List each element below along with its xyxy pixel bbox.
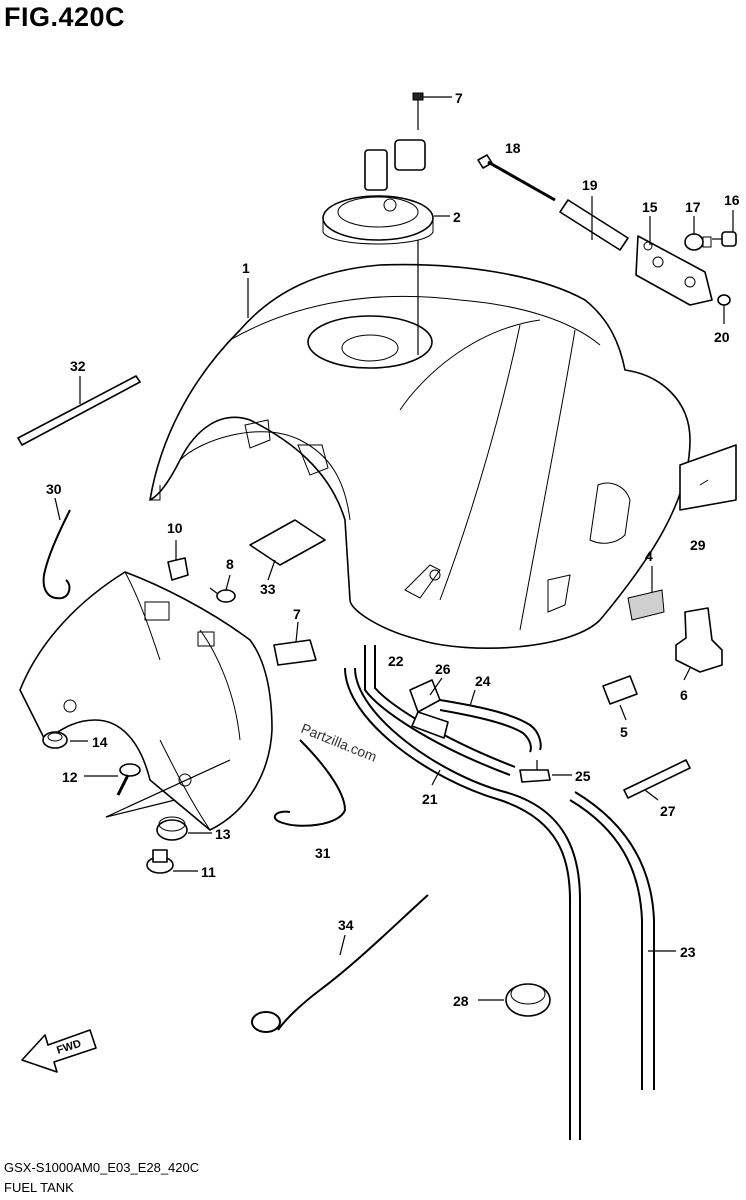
callout-15: 15 [642,199,658,215]
callout-2: 2 [453,209,461,225]
diagram-code: GSX-S1000AM0_E03_E28_420C [4,1160,200,1175]
hose-part-23[interactable] [569,791,655,1090]
callout-23: 23 [680,944,696,960]
strip-part-32[interactable] [17,375,141,446]
bolt-part-12[interactable] [116,763,141,796]
figure-title: FIG.420C [4,2,126,32]
callout-12: 12 [62,769,78,785]
hose-part-21[interactable] [344,667,581,1140]
cushion-part-13[interactable] [156,816,188,841]
nut-part-17[interactable] [684,233,712,251]
callout-1: 1 [242,260,250,276]
cap-part-28[interactable] [505,983,551,1017]
watermark-text: Partzilla.com [299,720,379,765]
bolt-part-18[interactable] [477,154,556,202]
bracket-part-15[interactable] [635,235,713,306]
screw-part-3[interactable] [412,92,424,130]
callout-11: 11 [201,864,216,880]
callout-4: 4 [645,548,653,564]
pad-part-7[interactable] [273,639,317,666]
tank-cover-lower[interactable] [19,571,273,831]
clip-part-30[interactable] [42,509,71,600]
callout-6: 6 [680,687,688,703]
callout-27: 27 [660,803,676,819]
callout-16: 16 [724,192,740,208]
callout-28: 28 [453,993,469,1009]
fuel-cap-part-2[interactable] [322,139,434,245]
callout-14: 14 [92,734,108,750]
label-part-29[interactable] [679,444,737,511]
callout-10: 10 [167,520,183,536]
callout-20: 20 [714,329,730,345]
sheet-part-33[interactable] [249,519,326,566]
callout-26: 26 [435,661,451,677]
callout-24: 24 [475,673,491,689]
collar-part-11[interactable] [146,849,174,874]
callout-7: 7 [293,606,301,622]
damper-part-6[interactable] [675,607,723,673]
callout-18: 18 [505,140,521,156]
callout-29: 29 [690,537,706,553]
callout-32: 32 [70,358,86,374]
joint-part-25[interactable] [519,760,551,783]
bolt-part-16[interactable] [712,231,737,247]
callout-33: 33 [260,581,276,597]
callout-labels: 7 2 1 18 19 15 17 16 20 32 30 10 8 33 7 … [46,90,740,1009]
holder-part-27[interactable] [623,759,691,799]
callout-8: 8 [226,556,234,572]
clamp-part-26[interactable] [409,679,449,739]
cushion-part-5[interactable] [602,675,638,705]
fwd-arrow-icon: FWD [21,1029,97,1073]
clip-part-31[interactable] [273,739,347,827]
callout-31: 31 [315,845,331,861]
rod-part-34[interactable] [251,894,429,1033]
collar-part-19[interactable] [559,199,629,251]
washer-part-20[interactable] [717,294,731,306]
screw-part-8[interactable] [209,587,236,603]
callout-5: 5 [620,724,628,740]
clip-part-10[interactable] [167,557,189,581]
grommet-part-14[interactable] [42,731,68,749]
callout-13: 13 [215,826,231,842]
callout-25: 25 [575,768,591,784]
callout-34: 34 [338,917,354,933]
callout-19: 19 [582,177,598,193]
pad-part-4[interactable] [627,589,665,621]
callout-21: 21 [422,791,438,807]
hose-part-24[interactable] [439,699,542,753]
callout-3: 7 [455,90,463,106]
diagram-name: FUEL TANK [4,1180,74,1195]
fuel-tank-part-1[interactable] [149,263,691,649]
callout-22: 22 [388,653,404,669]
callout-17: 17 [685,199,701,215]
callout-30: 30 [46,481,62,497]
leader-lines [54,96,734,1001]
